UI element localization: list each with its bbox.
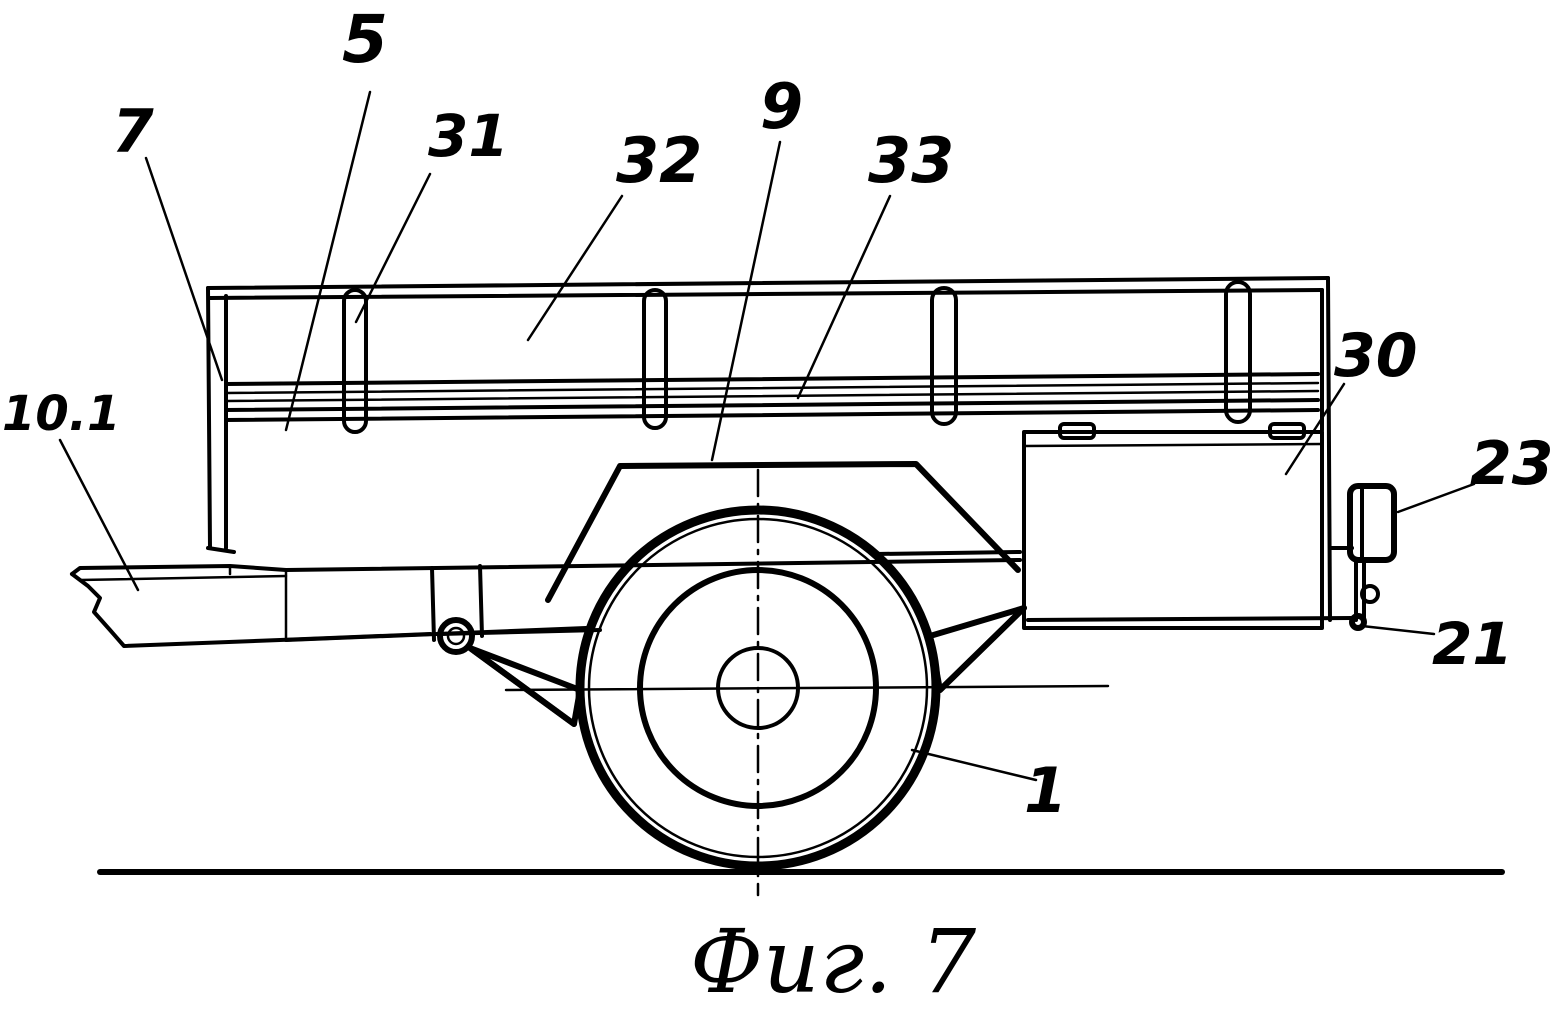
label-10-1: 10.1 (2, 386, 120, 442)
label-32: 32 (616, 124, 702, 197)
mudguard (545, 461, 1021, 603)
tool-box (1022, 422, 1354, 630)
vertical-straps (342, 280, 1252, 434)
longitudinal-bars (224, 372, 1320, 422)
label-31: 31 (428, 102, 509, 170)
rear-lamp (1328, 483, 1397, 631)
label-9: 9 (760, 70, 803, 143)
figure-caption: Фиг. 7 (690, 910, 976, 1013)
label-21: 21 (1432, 610, 1513, 678)
label-5: 5 (342, 1, 388, 78)
leader-lines (58, 90, 1476, 782)
label-7: 7 (112, 97, 154, 167)
label-30: 30 (1334, 321, 1418, 391)
label-23: 23 (1470, 429, 1554, 499)
label-1: 1 (1024, 754, 1067, 827)
reference-labels: 7 5 31 32 9 33 30 23 10.1 21 1 (2, 1, 1554, 827)
label-33: 33 (868, 124, 954, 197)
chassis-frame (70, 550, 1027, 727)
axle-horizontal-centerline (504, 684, 1110, 692)
side-board-frame (206, 276, 1332, 622)
